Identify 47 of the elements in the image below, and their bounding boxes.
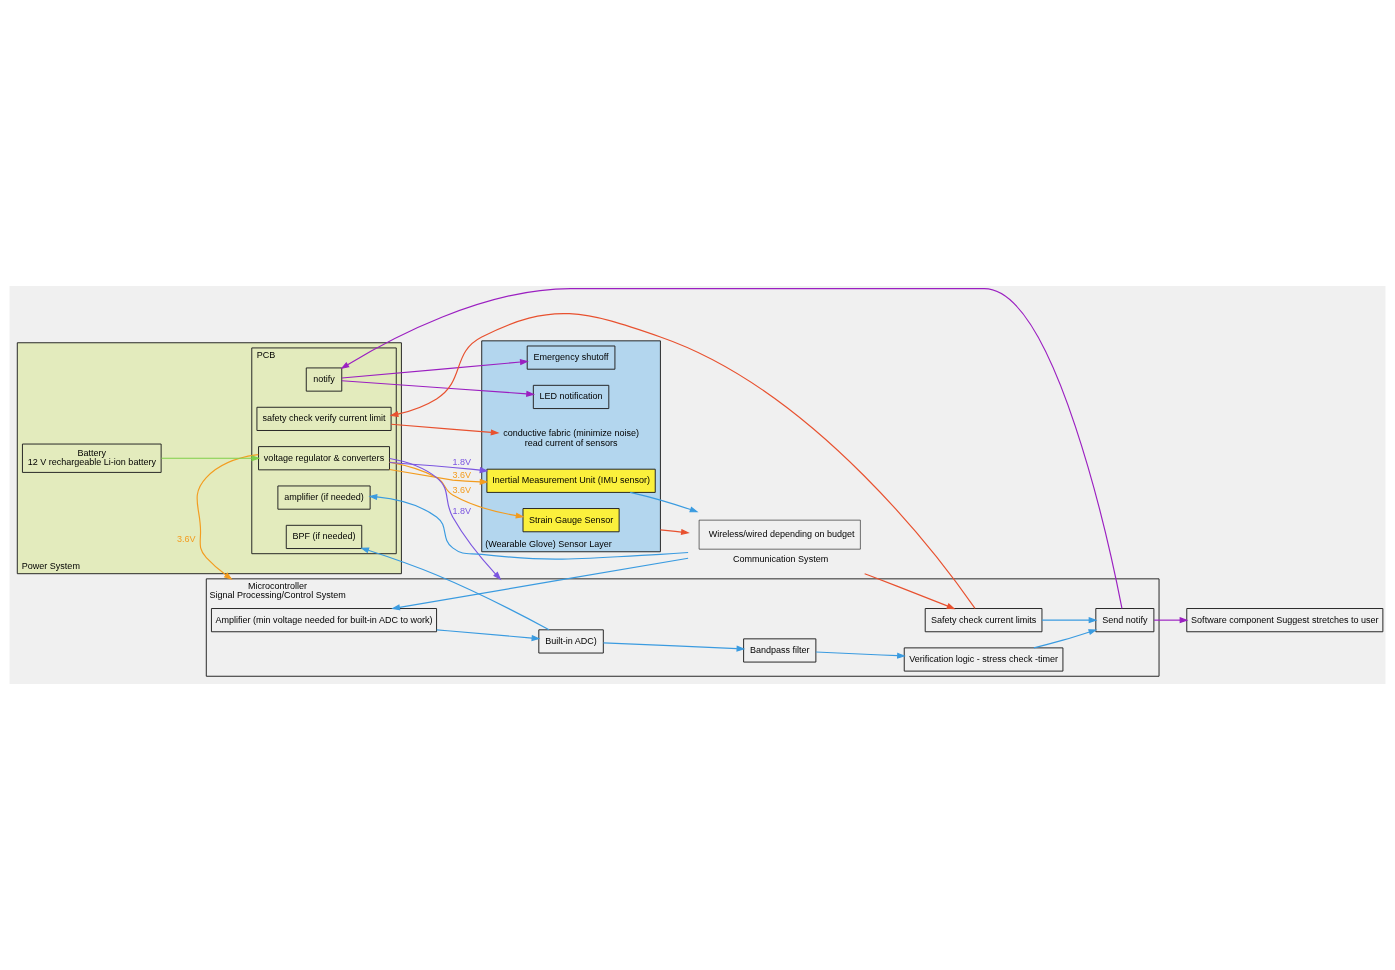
arrow <box>436 629 541 642</box>
arrow <box>341 359 529 379</box>
arrow <box>389 313 976 609</box>
arrow <box>368 493 689 560</box>
node-box: Send notify <box>1095 608 1155 633</box>
node-box: voltage regulator & converters <box>258 446 390 471</box>
arrow <box>815 651 906 659</box>
arrow <box>340 288 1123 609</box>
node-box: Built-in ADC) <box>538 629 604 654</box>
node-box: LED notification <box>532 384 610 410</box>
arrow <box>160 455 261 462</box>
node-box: Strain Gauge Sensor <box>522 508 620 533</box>
arrow <box>1033 629 1098 649</box>
arrow <box>360 547 550 631</box>
arrow <box>196 454 259 580</box>
node-box: Bandpass filter <box>743 638 817 663</box>
node-box: Amplifier (min voltage needed for built-in ADC to work) <box>210 608 438 633</box>
arrow <box>1041 617 1098 624</box>
node-text: conductive fabric (minimize noise) read current of sensors <box>503 428 639 449</box>
node-box: notify <box>305 367 343 392</box>
arrow <box>388 468 489 485</box>
node-box: Emergency shutoff <box>526 345 616 370</box>
edge-label: 3.6V <box>452 469 472 480</box>
arrow <box>391 557 689 611</box>
node-box: Verification logic - stress check -timer <box>903 647 1064 672</box>
arrow <box>389 461 489 474</box>
arrow <box>389 457 502 581</box>
node-box: Safety check current limits <box>924 608 1043 633</box>
edge-label: 3.6V <box>177 533 196 544</box>
node-box: Inertial Measurement Unit (IMU sensor) <box>486 468 656 493</box>
arrow <box>1153 617 1189 624</box>
arrow <box>629 491 699 513</box>
arrow <box>390 423 500 436</box>
node-box: safety check verify current limit <box>256 406 392 431</box>
arrow <box>659 529 690 536</box>
arrow <box>341 380 536 397</box>
node-box: Battery 12 V rechargeable Li-ion battery <box>21 443 162 473</box>
arrow <box>864 573 956 610</box>
node-box: BPF (if needed) <box>285 524 363 550</box>
edge-label: 1.8V <box>452 506 472 517</box>
arrow <box>388 461 525 519</box>
edge-label: 1.8V <box>452 457 472 468</box>
node-box: Software component Suggest stretches to user <box>1186 608 1384 633</box>
edge-label: 3.6V <box>452 484 472 495</box>
node-box: amplifier (if needed) <box>277 485 371 510</box>
node-label: Communication System <box>732 553 829 564</box>
arrow <box>602 642 746 652</box>
